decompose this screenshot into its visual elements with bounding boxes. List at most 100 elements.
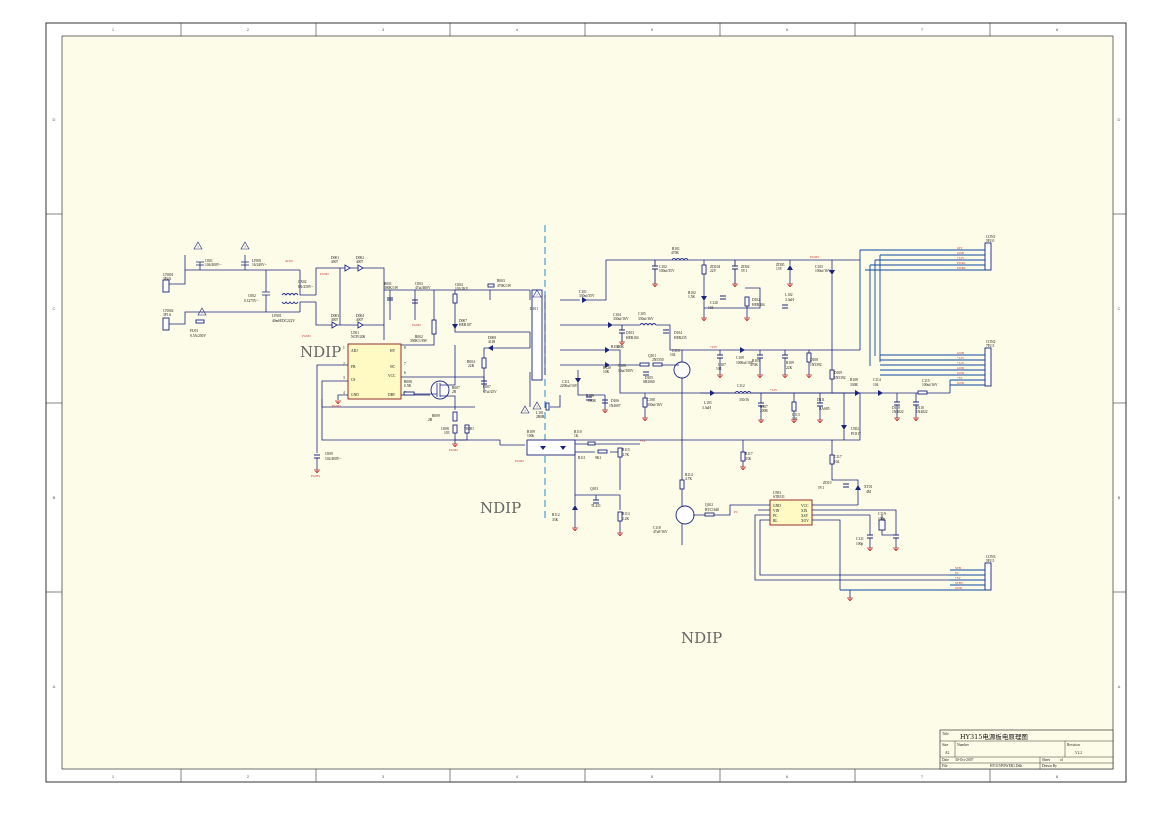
row-label: A (53, 684, 56, 689)
col-label: 6 (786, 774, 789, 779)
pin-label: 22V (957, 246, 963, 250)
label-c008: C009 (325, 452, 333, 456)
label-zd104: ZD05 (776, 263, 785, 267)
u503-pin: GND (773, 504, 781, 508)
tb-revision: V2.2 (1075, 751, 1082, 755)
label-zd104-val: 13V (776, 267, 783, 271)
label-c004-val: 103/1KV (455, 287, 469, 291)
tb-revision-label: Revision (1067, 743, 1080, 747)
label-c115: D110 (916, 406, 924, 410)
label-q001-val: 2R (452, 390, 457, 394)
label-fu01-ref: FU01 (190, 329, 198, 333)
label-c001-val: 104/400V~ (205, 263, 221, 267)
label-d002-val: 4007 (356, 260, 363, 264)
con1-pins: 22V GND +12V PWR1 PWR2 (957, 246, 966, 270)
pin-label: STB (955, 566, 961, 570)
label-d103-val: 300K (616, 345, 624, 349)
label-r109a-val: 1N5392 (834, 376, 846, 380)
u501-pin: NC (390, 365, 396, 369)
net-pgnd: PGND (320, 272, 329, 276)
label-r111-val: 4.7K (622, 453, 629, 457)
label-r115-val: 33K (745, 457, 752, 461)
label-c112: R107 (760, 405, 768, 409)
label-r102: D102 (752, 298, 760, 302)
label-r114: Q102 (705, 503, 713, 507)
label-r120: Q101 (648, 354, 656, 358)
label-d001: D001 (331, 256, 339, 260)
label-c113-val: BAS85 (819, 407, 830, 411)
label-r004: R004 (467, 360, 475, 364)
pin-label: GND (957, 366, 965, 370)
label-r008-val: 2R (428, 418, 433, 422)
label-c009: L101 (536, 411, 544, 415)
label-q001: R007 (452, 386, 460, 390)
col-label: 3 (382, 27, 385, 32)
label-q101-val: 104 (670, 353, 676, 357)
u501-pin: HV (390, 349, 396, 353)
net-pgnd: PGND (311, 474, 320, 478)
tb-size: A2 (945, 751, 950, 755)
label-c108-val: 104 (716, 367, 722, 371)
pin-label: GND (955, 586, 963, 590)
row-label: D (53, 117, 56, 122)
label-d106-val: 1000uf/16V (736, 361, 754, 365)
cn002-type: 3P1A (163, 313, 172, 317)
cn001-type: 3P4A (163, 277, 172, 281)
u501-pin: DRV (388, 393, 396, 397)
con3-pins: STB PC +5V STBY GND (955, 566, 964, 590)
pin-label: GND (957, 371, 965, 375)
pin-label: +12V (957, 356, 965, 360)
label-c119: C121 (856, 537, 864, 541)
row-label: B (1118, 495, 1121, 500)
row-label: A (1118, 684, 1121, 689)
label-c111: D106 (611, 399, 619, 403)
pin-label: +12V (957, 256, 965, 260)
u501-ref: U501 (351, 331, 359, 335)
label-r117: C117 (834, 455, 842, 459)
con2-ref: CON2 (986, 340, 996, 344)
tb-date: 30-Oct-2007 (955, 758, 974, 762)
label-d103: R110 (611, 345, 619, 349)
con1-ref: CON1 (986, 235, 996, 239)
label-lf-val: 40mH/DC222V (272, 319, 295, 323)
label-d003-val: 4007 (331, 318, 338, 322)
col-label: 7 (921, 27, 924, 32)
label-c117-val: TL431 (591, 504, 601, 508)
label-r002: R002 (415, 335, 423, 339)
label-zd05: R102 (688, 291, 696, 295)
col-label: 3 (382, 774, 385, 779)
net-22v: PGND (810, 255, 819, 259)
net-5v: +5V (640, 439, 646, 443)
grid-labels: 1 2 3 4 5 6 7 8 1 2 3 4 5 6 7 8 D C B A … (53, 27, 1121, 779)
label-r107: C113 (792, 413, 800, 417)
label-d004: D004 (356, 314, 364, 318)
label-c003: C003 (415, 282, 423, 286)
label-u502-val: 100k (527, 434, 534, 438)
label-r109a: D109 (834, 371, 842, 375)
tb-title: HY315电源板电原理图 (960, 732, 1028, 741)
label-c110: R106 (586, 394, 594, 398)
label-d104-val: 10K (603, 370, 610, 374)
label-c109: R105 (752, 359, 760, 363)
col-label: 2 (247, 774, 250, 779)
label-c002-val: 0.1275V~ (244, 299, 258, 303)
label-c115-val: 1N4822 (916, 410, 928, 414)
label-c002-ref: C002 (248, 294, 256, 298)
tb-sheet-of: of (1060, 758, 1064, 762)
pin-label: GND (957, 381, 965, 385)
label-l101: R101 (672, 247, 680, 251)
label-r109b-val: 1K (574, 434, 579, 438)
u503-pin: BL (773, 519, 778, 523)
net-pgnd: PGND (449, 448, 458, 452)
label-c001-ref: C001 (205, 259, 213, 263)
label-l102-val: 330uf/16V (638, 317, 654, 321)
u503-part: STR311 (773, 495, 785, 499)
label-r107-val: 104 (792, 417, 798, 421)
row-label: C (1118, 306, 1121, 311)
watermark-ndip: NDIP (480, 499, 521, 517)
label-cx02-ref: CX02 (298, 280, 307, 284)
label-r110-val: 10uf/100V (618, 369, 634, 373)
label-r113: R114 (685, 473, 693, 477)
tb-drawn-label: Drawn By (1042, 764, 1057, 768)
connector-cn001 (162, 279, 170, 293)
